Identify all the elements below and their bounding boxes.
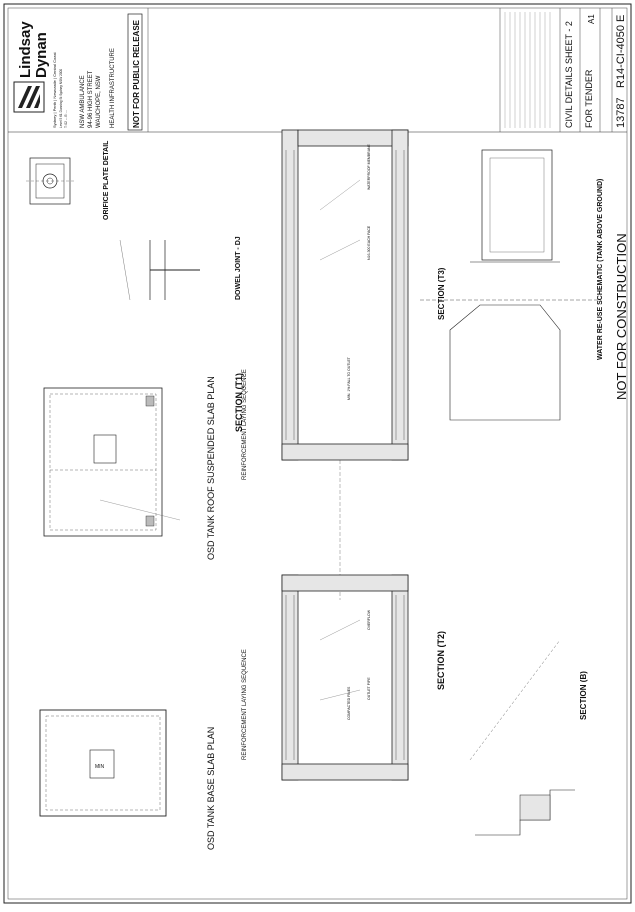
section-t3-drawing: SECTION (T3) WATER RE-USE SCHEMATIC (TAN… [420,149,604,421]
orifice-plate-title: ORIFICE PLATE DETAIL [103,140,110,220]
firm-address: Level 5 61 Dunning St Sydney NSW 2000 [59,69,63,128]
sheet-code: R14-CI-4050 [615,25,627,88]
section-t2-drawing: SECTION (T2) COMPACTED FINES [281,574,446,781]
section-t2-note: COMPACTED FINES [347,686,351,720]
note-waterproof: WATERPROOF MEMBRANE [367,143,371,190]
section-t1-drawing: MIN. 1% FALL TO OUTLET [281,129,409,600]
section-t2-title: SECTION (T2) [436,631,446,690]
section-b-drawing: SECTION (B) [469,639,588,836]
section-b-title: SECTION (B) [579,671,588,720]
project-discipline: HEALTH INFRASTRUCTURE [110,48,116,128]
dowel-joint-title: DOWEL JOINT - DJ [235,236,242,300]
section-t1-note: MIN. 1% FALL TO OUTLET [347,356,351,400]
base-slab-title: OSD TANK BASE SLAB PLAN [206,727,216,850]
sheet-size: A1 [587,14,596,24]
revision-table [504,12,551,128]
section-t3-title: SECTION (T3) [437,267,446,320]
section-t1-title: SECTION (T1) [234,373,244,432]
dowel-joint-detail: DOWEL JOINT - DJ [119,236,242,301]
firm-logo: Lindsay Dynan [13,21,50,113]
orifice-plate-detail: ORIFICE PLATE DETAIL [26,140,110,220]
firm-contact: T: 02 ... E: ... [64,110,68,128]
project-address-1: 94-96 HIGH STREET [88,70,94,128]
note-reinforcement: N16-300 EACH FACE [367,225,371,260]
reinforcement-seq-1: REINFORCEMENT LAYING SEQUENCE [242,369,248,480]
note-overflow: OVERFLOW [367,609,371,630]
note-outlet: OUTLET PIPE [367,677,371,700]
firm-name-line2: Dynan [33,32,50,78]
title-block: Lindsay Dynan Sydney | Perth | Newcastle… [8,8,627,133]
sheet-number: 13787 [615,97,627,128]
leader-lines [99,179,361,701]
roof-slab-plan: OSD TANK ROOF SUSPENDED SLAB PLAN REINFO… [43,369,248,560]
release-note: NOT FOR PUBLIC RELEASE [132,19,141,128]
construction-note: NOT FOR CONSTRUCTION [614,233,629,400]
project-client: NSW AMBULANCE [80,75,86,128]
water-reuse-title: WATER RE-USE SCHEMATIC (TANK ABOVE GROUN… [597,179,604,360]
sheet-status: FOR TENDER [584,69,594,128]
base-slab-plan: MIN OSD TANK BASE SLAB PLAN REINFORCEMEN… [39,649,248,850]
sheet-title: CIVIL DETAILS SHEET - 2 [564,21,574,128]
firm-offices: Sydney | Perth | Newcastle | Central Coa… [52,52,57,128]
sheet-revision: E [615,15,627,22]
reinforcement-seq-2: REINFORCEMENT LAYING SEQUENCE [242,649,248,760]
project-address-2: WAUCHOPE, NSW [96,75,102,128]
base-slab-min: MIN [95,764,105,770]
roof-slab-title: OSD TANK ROOF SUSPENDED SLAB PLAN [206,376,216,560]
firm-name-line1: Lindsay [17,21,34,78]
